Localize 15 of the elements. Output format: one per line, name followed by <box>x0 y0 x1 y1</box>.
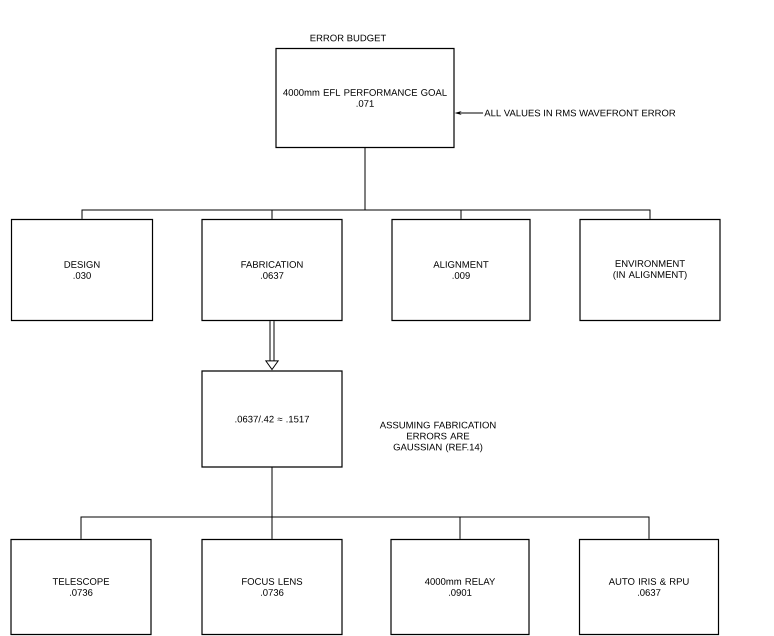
budget-box: ALIGNMENT .009 <box>391 218 531 322</box>
note-text: ALL VALUES IN RMS WAVEFRONT ERROR <box>484 110 676 116</box>
connector-line <box>272 467 650 540</box>
budget-box: DESIGN .030 <box>10 218 154 322</box>
budget-box: 4000mm EFL PERFORMANCE GOAL .071 <box>275 48 455 148</box>
title: ERROR BUDGET <box>310 34 386 42</box>
budget-box: FABRICATION .0637 <box>201 218 343 322</box>
note-text: ASSUMING FABRICATION ERRORS ARE GAUSSIAN (REF.14) <box>380 422 496 452</box>
budget-box: TELESCOPE .0736 <box>10 538 152 636</box>
budget-box: FOCUS LENS .0736 <box>201 538 343 636</box>
connector-line <box>364 148 650 220</box>
budget-box: AUTO IRIS & RPU .0637 <box>578 538 720 636</box>
budget-box: ENVIRONMENT (IN ALIGNMENT) <box>579 218 721 322</box>
budget-box: .0637/.42 ≈ .1517 <box>201 370 343 468</box>
budget-box: 4000mm RELAY .0901 <box>390 538 530 636</box>
